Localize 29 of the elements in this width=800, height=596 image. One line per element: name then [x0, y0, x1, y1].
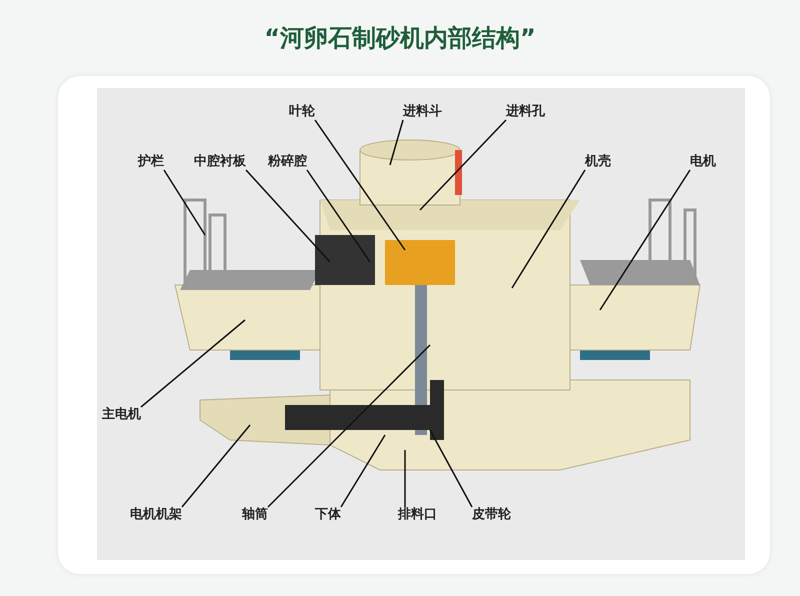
leader-line — [306, 170, 371, 262]
leader-line — [429, 430, 473, 508]
leader-line — [181, 424, 251, 508]
leader-line — [140, 319, 246, 408]
part-label: 下体 — [315, 507, 341, 523]
leader-line — [245, 170, 331, 262]
leader-line — [511, 170, 586, 288]
part-label: 皮带轮 — [472, 507, 511, 523]
leader-line — [267, 344, 431, 508]
part-label: 进料斗 — [403, 104, 442, 120]
part-label: 中腔衬板 — [194, 154, 246, 170]
part-label: 主电机 — [102, 407, 141, 423]
part-label: 机壳 — [585, 154, 611, 170]
part-label: 粉碎腔 — [268, 154, 307, 170]
leader-line — [389, 120, 404, 166]
leader-line — [163, 170, 206, 236]
leader-line — [419, 119, 507, 211]
leader-line — [340, 434, 386, 508]
part-label: 排料口 — [398, 507, 437, 523]
part-label: 轴筒 — [242, 507, 268, 523]
part-label: 电机 — [690, 154, 716, 170]
part-label: 叶轮 — [289, 104, 315, 120]
part-label: 电机机架 — [130, 507, 182, 523]
part-label: 进料孔 — [506, 104, 545, 120]
leader-line — [404, 450, 406, 507]
leader-line — [314, 120, 406, 250]
leader-line — [599, 170, 691, 310]
title: “河卵石制砂机内部结构” — [264, 23, 536, 54]
part-label: 护栏 — [138, 154, 164, 170]
